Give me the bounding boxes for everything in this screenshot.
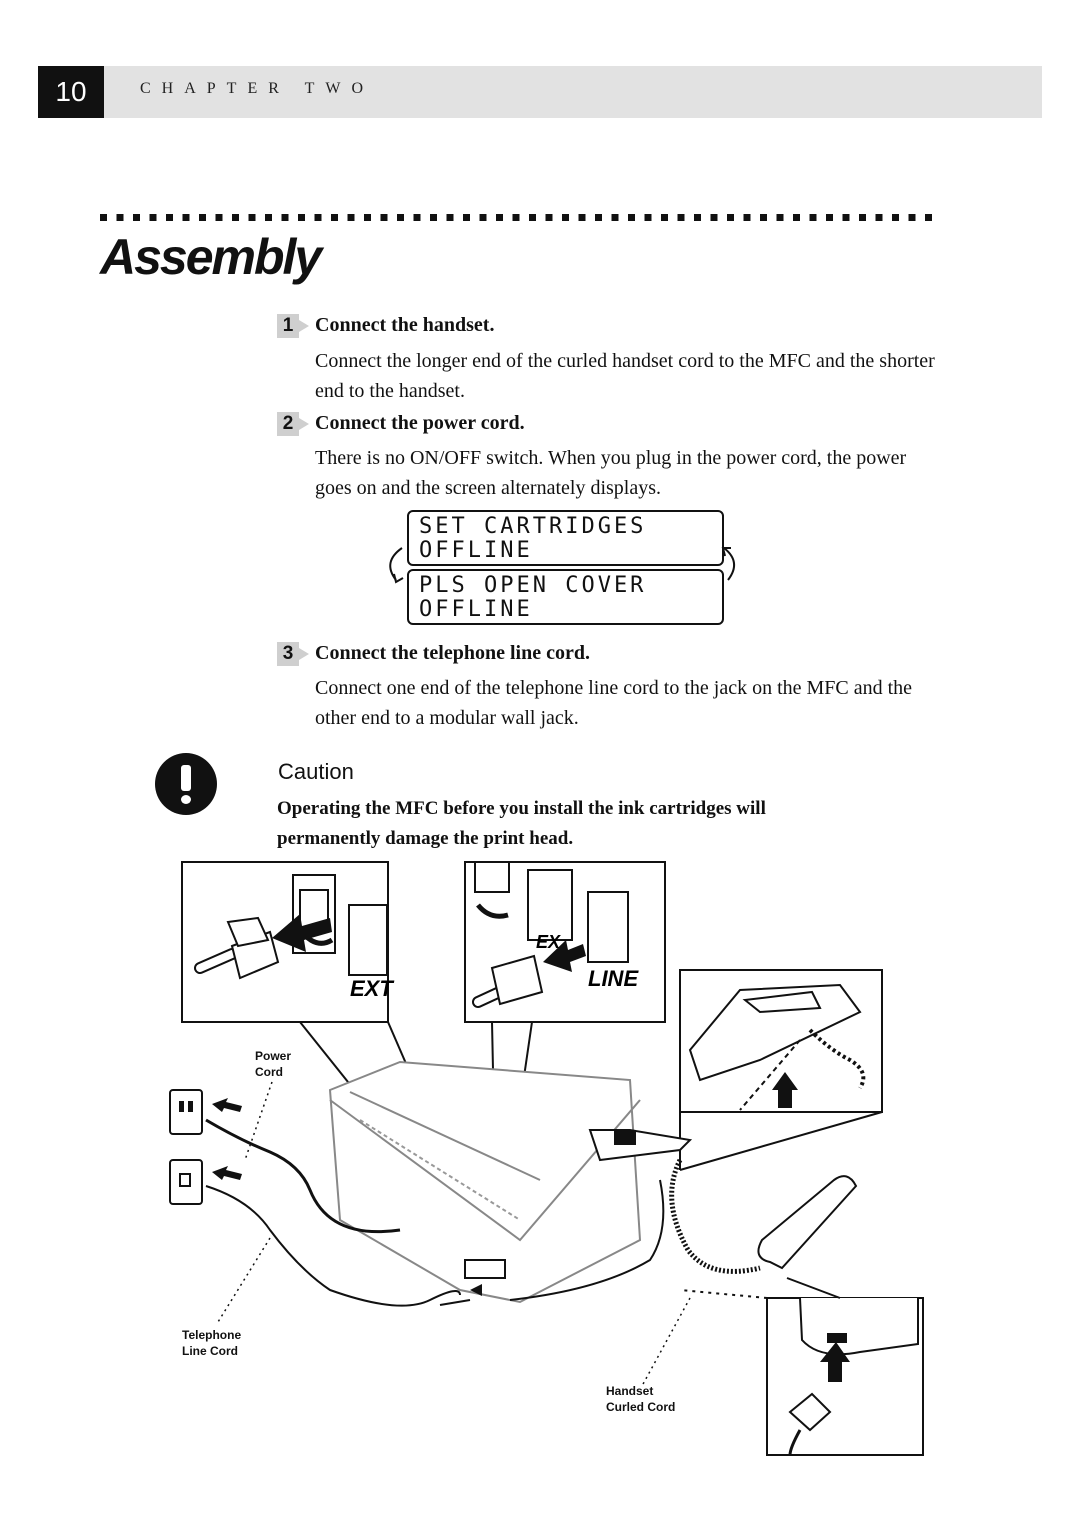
alternate-arrows-icon (389, 547, 735, 584)
lcd-line: OFFLINE (419, 538, 533, 563)
ext-jack-label: EXT (350, 976, 394, 1001)
handset (757, 1175, 858, 1270)
telephone-line-cord-label: Telephone Line Cord (182, 1327, 241, 1359)
step-number-3: 3 (277, 642, 309, 666)
line-jack-label: LINE (588, 966, 639, 991)
lcd-line: OFFLINE (419, 597, 533, 622)
step-number-2: 2 (277, 412, 309, 436)
step-heading-1: Connect the handset. (315, 314, 495, 336)
page-title: Assembly (100, 229, 322, 285)
step-text-2: There is no ON/OFF switch. When you plug… (315, 447, 907, 499)
ext-jack-label-partial: EX (536, 932, 561, 952)
exclamation-icon (155, 753, 217, 815)
label-line: Handset (606, 1384, 654, 1398)
label-line: Power (255, 1049, 292, 1063)
step-number-1: 1 (277, 314, 309, 338)
phone-wall-jack (169, 1159, 203, 1205)
label-line: Cord (255, 1065, 283, 1079)
lcd-line: SET CARTRIDGES (419, 514, 647, 539)
label-line: Telephone (182, 1328, 242, 1342)
step-heading-3: Connect the telephone line cord. (315, 642, 590, 664)
page-number: 10 (38, 66, 104, 118)
chapter-label: CHAPTER TWO (140, 80, 375, 97)
handset-cradle (588, 1129, 693, 1162)
lcd-line: PLS OPEN COVER (419, 573, 647, 598)
label-line: Line Cord (182, 1344, 238, 1358)
power-cord-label: Power Cord (255, 1048, 291, 1080)
direction-arrows (212, 914, 850, 1382)
mfc-body (328, 1060, 642, 1304)
chapter-header-bar (38, 66, 1042, 118)
step-heading-2: Connect the power cord. (315, 412, 525, 434)
label-line: Curled Cord (606, 1400, 676, 1414)
handset-curled-cord-label: Handset Curled Cord (606, 1383, 675, 1415)
step-text-3: Connect one end of the telephone line co… (315, 677, 913, 729)
power-outlet (169, 1089, 203, 1135)
lcd-screen-2: PLS OPEN COVER OFFLINE (407, 569, 724, 625)
caution-text: Operating the MFC before you install the… (277, 798, 766, 849)
step-text-1: Connect the longer end of the curled han… (315, 350, 935, 402)
caution-title: Caution (278, 759, 354, 784)
title-dot-rule (100, 214, 932, 221)
lcd-screen-1: SET CARTRIDGES OFFLINE (407, 510, 724, 566)
